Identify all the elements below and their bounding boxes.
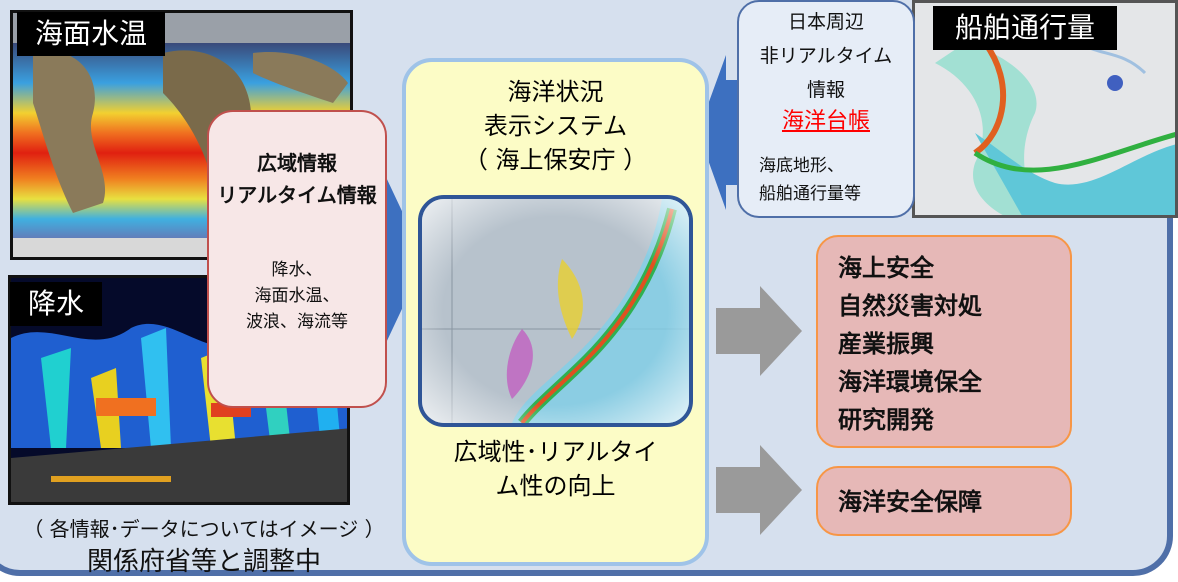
left-title-line-2: リアルタイム情報 <box>217 183 377 207</box>
left-item-1: 降水、 <box>271 260 323 280</box>
ocean-ledger-link[interactable]: 海洋台帳 <box>781 109 870 134</box>
right-line-1: 日本周辺 <box>787 11 864 33</box>
coordination-status-caption: 関係府省等と調整中 <box>86 547 321 577</box>
center-title-line-1: 海洋状況 <box>507 78 604 106</box>
center-map-image <box>418 195 693 427</box>
left-item-2: 海面水温、 <box>254 286 340 306</box>
left-info-box: 広域情報 リアルタイム情報 降水、 海面水温、 波浪、海流等 <box>207 110 387 408</box>
outcome-disaster-response: 自然災害対処 <box>838 292 982 320</box>
label-sea-surface-temperature: 海面水温 <box>17 12 166 56</box>
outcome-maritime-security: 海洋安全保障 <box>838 488 982 516</box>
outcomes-box: 海上安全 自然災害対処 産業振興 海洋環境保全 研究開発 <box>816 235 1072 448</box>
center-bottom-line-2: ム性の向上 <box>495 472 616 500</box>
outcome-environment-conservation: 海洋環境保全 <box>838 368 982 396</box>
center-title-line-3: （ 海上保安庁 ） <box>463 146 648 174</box>
left-title-line-1: 広域情報 <box>257 151 337 175</box>
right-line-2: 非リアルタイム <box>759 45 893 67</box>
maritime-security-box: 海洋安全保障 <box>816 466 1072 536</box>
image-note-caption: （ 各情報･データについてはイメージ ） <box>23 517 385 541</box>
right-info-box: 日本周辺 非リアルタイム 情報 海洋台帳 海底地形、 船舶通行量等 <box>737 0 915 218</box>
right-line-3: 情報 <box>806 79 845 101</box>
left-item-3: 波浪、海流等 <box>246 312 348 332</box>
ship-traffic-graphic <box>915 3 1175 215</box>
center-title-line-2: 表示システム <box>483 112 628 140</box>
gray-arrow-lower <box>716 445 802 535</box>
label-precipitation: 降水 <box>10 282 103 326</box>
outcome-maritime-safety: 海上安全 <box>838 254 934 282</box>
center-bottom-line-1: 広域性･リアルタイ <box>453 438 658 466</box>
outcome-research-development: 研究開発 <box>838 406 934 434</box>
gray-arrow-upper <box>716 286 802 376</box>
blue-arrow-right <box>698 55 743 210</box>
center-map-graphic <box>422 199 689 423</box>
outcome-industry-promotion: 産業振興 <box>838 330 934 358</box>
right-item-1: 海底地形、 <box>759 156 844 176</box>
label-ship-traffic: 船舶通行量 <box>933 6 1118 50</box>
right-item-2: 船舶通行量等 <box>759 184 861 204</box>
